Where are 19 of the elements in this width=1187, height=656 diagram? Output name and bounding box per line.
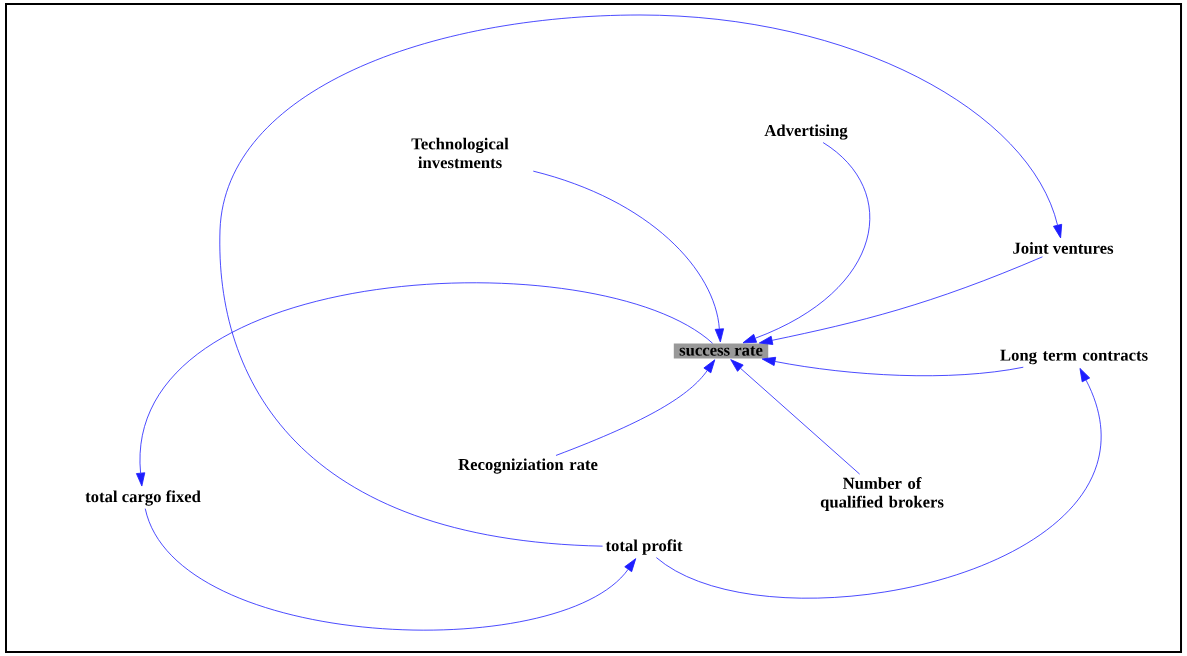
arrow xyxy=(219,14,1063,547)
variable-box: success rate xyxy=(673,343,769,359)
arrow xyxy=(742,142,871,344)
arrow xyxy=(144,508,637,631)
variable-label: Number of qualified brokers xyxy=(820,477,944,511)
variable-label: Technological investments xyxy=(411,137,509,169)
arrow xyxy=(761,356,1024,377)
arrow xyxy=(758,256,1043,345)
arrow xyxy=(555,359,716,456)
variable-label: Recogniziation rate xyxy=(458,458,598,474)
variable-label: Long term contracts xyxy=(1000,349,1148,365)
arrow xyxy=(655,368,1101,599)
variable-label: total cargo fixed xyxy=(85,490,201,506)
variable-label: Joint ventures xyxy=(1013,242,1114,254)
variable-label: Advertising xyxy=(764,124,848,140)
arrow xyxy=(532,170,724,343)
arrow xyxy=(730,359,861,475)
variable-label: total profit xyxy=(605,539,683,555)
arrow xyxy=(136,283,713,487)
